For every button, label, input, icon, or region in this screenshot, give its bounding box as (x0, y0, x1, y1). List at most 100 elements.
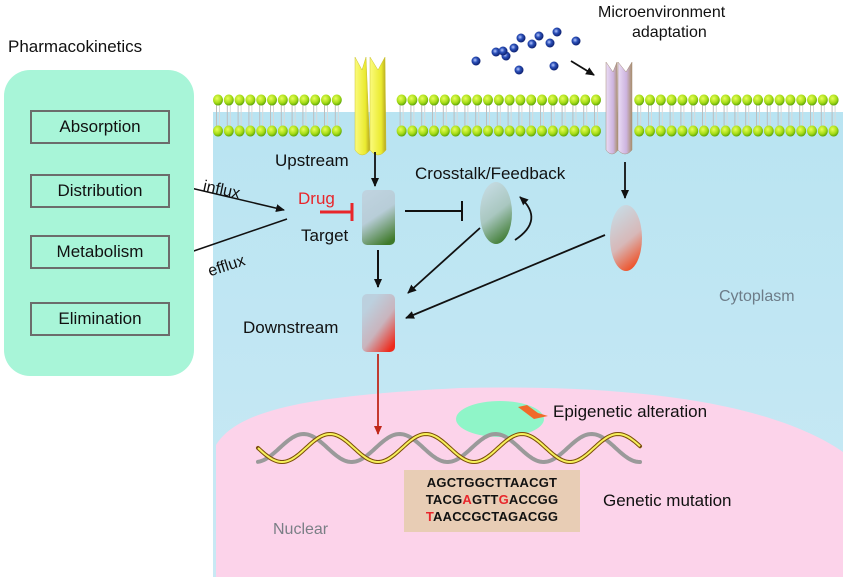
membrane-lipid-head (720, 125, 731, 137)
membrane-lipid-head (450, 94, 461, 106)
influx-arrow (177, 184, 285, 213)
drug-inhibition (320, 203, 354, 221)
microenvironment-label: Microenvironment (598, 4, 726, 21)
membrane-lipid-head (655, 94, 666, 106)
sequence-segment: AACCGCTAGACGG (433, 509, 559, 524)
membrane-lipid-head (299, 94, 310, 106)
membrane-lipid-head (807, 125, 817, 137)
pk-step-metabolism: Metabolism (30, 235, 170, 269)
effector-to-downstream-arrow (405, 234, 606, 319)
membrane-lipid-head (796, 94, 807, 106)
membrane-lipid-head (493, 94, 504, 106)
membrane-lipid-head (677, 125, 688, 137)
membrane-lipid-head (213, 94, 223, 106)
membrane-lipid-head (645, 94, 655, 106)
cytoplasm-label: Cytoplasm (719, 288, 795, 305)
mutated-base: T (425, 509, 434, 524)
dna-strand-highlight (257, 432, 641, 464)
sequence-segment: TACG (425, 492, 463, 507)
membrane-lipid-head (526, 94, 537, 106)
ligand-molecule (571, 36, 581, 46)
target-label: Target (301, 226, 349, 245)
dna-sequence-line: AGCTGGCTTAACGT (404, 474, 580, 491)
membrane-lipid-head (753, 125, 763, 137)
membrane-lipid-head (472, 125, 483, 137)
upstream-label: Upstream (275, 151, 349, 170)
epigenetic-mark (518, 405, 548, 419)
membrane-lipid-head (558, 125, 569, 137)
membrane-lipid-head (493, 125, 504, 137)
membrane-lipid-head (515, 94, 526, 106)
microenvironment-effector (610, 205, 642, 271)
target-protein (362, 190, 395, 245)
efflux-arrow (184, 218, 288, 256)
membrane-lipid-head (709, 94, 720, 106)
nuclear-label: Nuclear (273, 521, 329, 538)
membrane-lipid-head (828, 125, 839, 137)
membrane-lipid-head (547, 94, 558, 106)
membrane-lipid-head (483, 94, 493, 106)
membrane-lipid-head (807, 94, 817, 106)
membrane-lipid-head (418, 125, 429, 137)
membrane-lipid-head (785, 94, 796, 106)
membrane-lipid-head (742, 94, 753, 106)
ligand-molecule (527, 39, 537, 49)
pk-step-elimination: Elimination (30, 302, 170, 336)
ligand-molecule (549, 61, 559, 71)
membrane-lipid-head (234, 125, 245, 137)
membrane-lipid-head (731, 125, 742, 137)
membrane-lipid-head (429, 125, 439, 137)
pk-step-absorption: Absorption (30, 110, 170, 144)
membrane-lipid-head (817, 125, 828, 137)
membrane-lipid-head (321, 125, 331, 137)
crosstalk-protein (480, 182, 512, 244)
membrane-lipid-head (310, 94, 321, 106)
pk-step-distribution: Distribution (30, 174, 170, 208)
membrane-lipid-head (677, 94, 688, 106)
membrane-lipid-head (547, 125, 558, 137)
membrane-lipid-head (310, 125, 321, 137)
sequence-segment: GTT (471, 492, 499, 507)
membrane-lipid-head (591, 94, 601, 106)
membrane-lipid-head (331, 125, 342, 137)
epigenetic-complex (456, 401, 544, 437)
epigenetic-label: Epigenetic alteration (553, 402, 708, 421)
cell-membrane (213, 94, 839, 137)
membrane-lipid-head (256, 125, 267, 137)
ligand-molecule (471, 56, 481, 66)
membrane-lipid-head (580, 94, 591, 106)
membrane-lipid-head (461, 94, 472, 106)
mutated-base: G (498, 492, 509, 507)
sequence-segment: AGCTGGCTTAACGT (426, 475, 558, 490)
membrane-lipid-head (245, 94, 256, 106)
crosstalk-label: Crosstalk/Feedback (415, 164, 566, 183)
membrane-lipid-head (472, 94, 483, 106)
membrane-lipid-head (580, 125, 591, 137)
membrane-lipid-head (267, 94, 277, 106)
pharmacokinetics-panel: Absorption Distribution Metabolism Elimi… (4, 70, 194, 376)
membrane-lipid-head (774, 125, 785, 137)
membrane-lipid-head (753, 94, 763, 106)
genetic-mutation-label: Genetic mutation (603, 491, 732, 510)
membrane-lipid-head (526, 125, 537, 137)
membrane-lipid-head (634, 94, 645, 106)
membrane-lipid-head (213, 125, 223, 137)
membrane-lipid-head (234, 94, 245, 106)
membrane-lipid-head (796, 125, 807, 137)
membrane-lipid-head (504, 94, 515, 106)
upstream-receptor (354, 56, 387, 156)
membrane-lipid-head (407, 94, 418, 106)
membrane-lipid-head (645, 125, 655, 137)
ligand-arrow (570, 60, 595, 76)
ligand-molecule (498, 46, 508, 56)
membrane-lipid-head (699, 125, 709, 137)
ligand-molecule (509, 43, 519, 53)
membrane-lipid-head (634, 125, 645, 137)
membrane-lipid-head (720, 94, 731, 106)
downstream-label: Downstream (243, 318, 339, 337)
membrane-lipid-head (515, 125, 526, 137)
membrane-lipid-head (591, 125, 601, 137)
membrane-lipid-head (785, 125, 796, 137)
drug-label: Drug (298, 189, 335, 208)
membrane-lipid-head (288, 125, 299, 137)
